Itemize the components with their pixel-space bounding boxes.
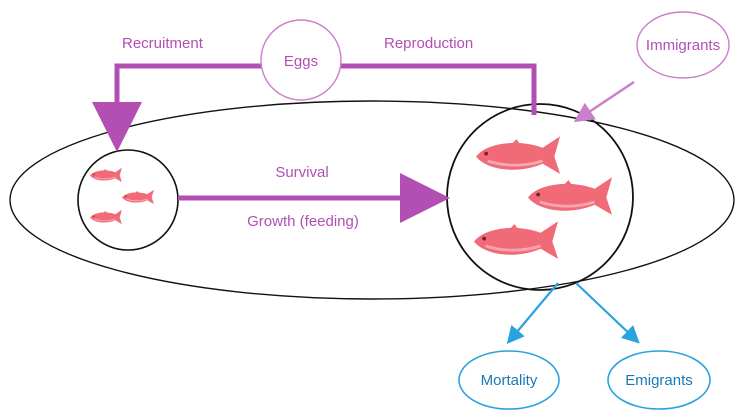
fish-icon xyxy=(528,177,612,215)
eggs-label: Eggs xyxy=(284,53,318,70)
reproduction-label: Reproduction xyxy=(384,35,473,52)
recruitment-label: Recruitment xyxy=(122,35,204,52)
immigrants-label: Immigrants xyxy=(646,37,720,54)
emigrants-arrow xyxy=(576,283,635,339)
fish-icon xyxy=(90,210,122,224)
growth-label: Growth (feeding) xyxy=(247,213,359,230)
fish-icon xyxy=(90,168,122,182)
immigrants-arrow xyxy=(580,82,634,118)
fish-icon xyxy=(476,136,560,174)
fish-icon xyxy=(122,190,154,204)
recruitment-arrow xyxy=(117,66,262,132)
emigrants-label: Emigrants xyxy=(625,372,693,389)
fish-icon xyxy=(474,221,558,259)
mortality-label: Mortality xyxy=(481,372,538,389)
mortality-arrow xyxy=(511,283,558,339)
survival-label: Survival xyxy=(275,164,328,181)
